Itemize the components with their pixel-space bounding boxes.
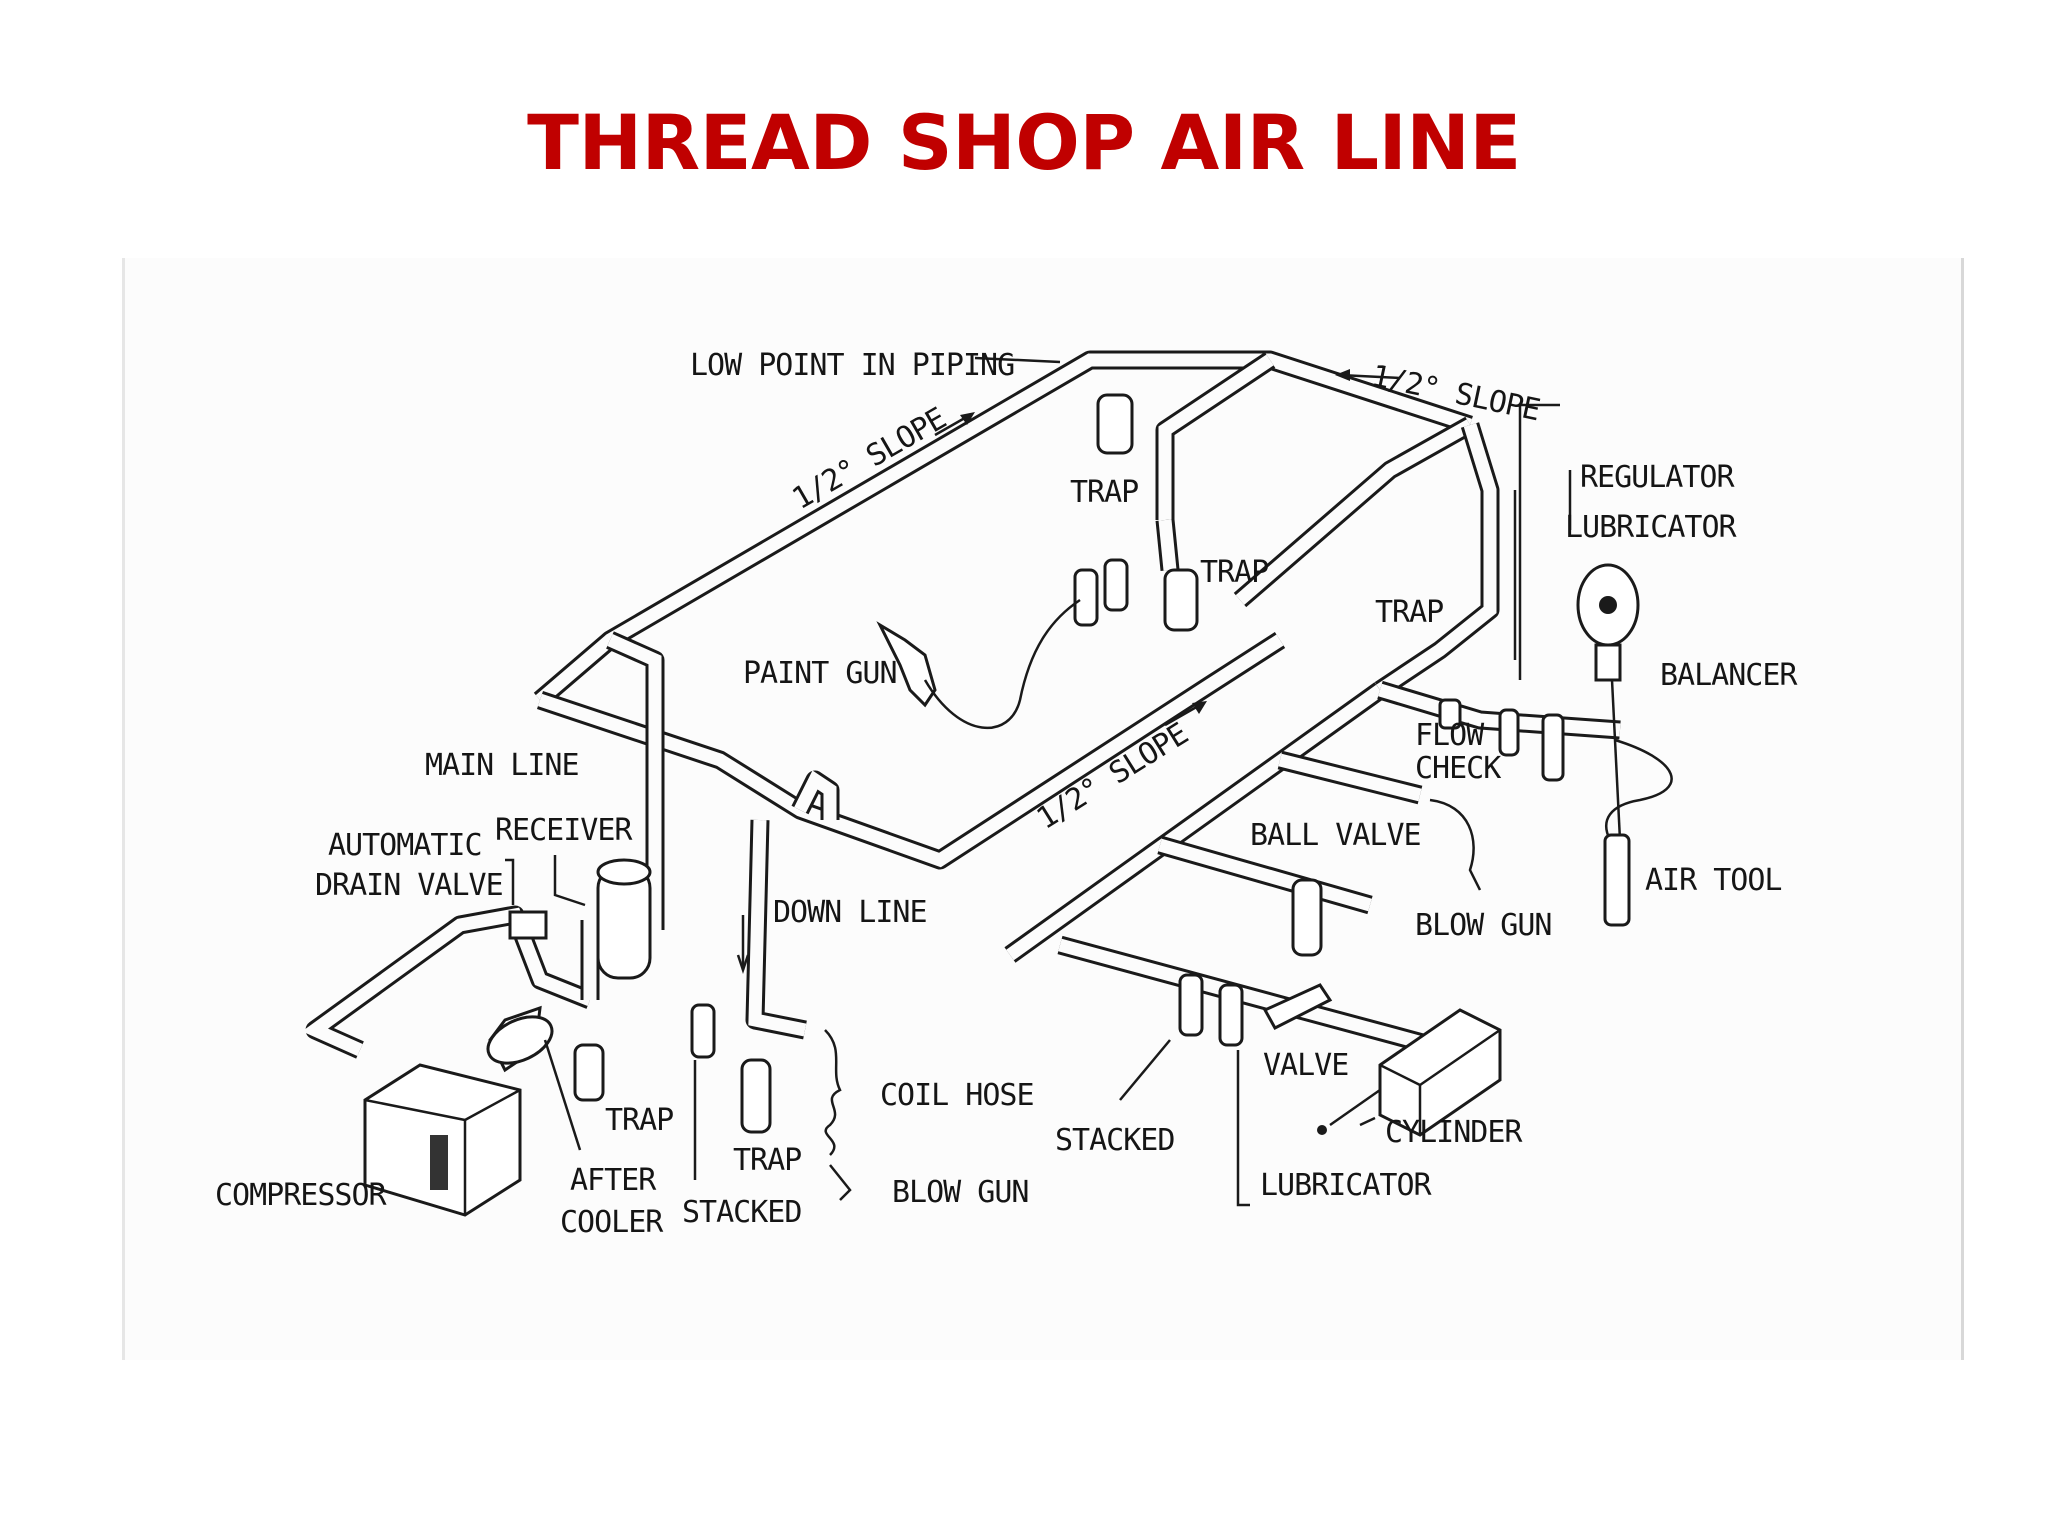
label-paint-gun: PAINT GUN [743,656,897,691]
label-blow-gun-bottom: BLOW GUN [892,1175,1029,1210]
automatic-drain-valve [508,910,548,940]
label-automatic-2: DRAIN VALVE [315,868,503,903]
label-valve: VALVE [1263,1048,1348,1083]
label-automatic-1: AUTOMATIC [328,828,482,863]
receiver-tank [596,858,652,980]
paint-gun [876,598,1081,730]
label-receiver: RECEIVER [495,813,633,848]
label-lubricator-top: LUBRICATOR [1565,510,1738,545]
label-air-tool: AIR TOOL [1645,863,1782,898]
label-ball-valve: BALL VALVE [1250,818,1421,853]
label-cylinder: CYLINDER [1385,1115,1523,1150]
cylinder-device [1317,1008,1502,1137]
label-flow-check-2: CHECK [1415,751,1501,786]
blow-gun-hose [1429,798,1482,891]
balancer-device [1576,563,1673,927]
label-trap-down: TRAP [733,1143,801,1178]
main-piping [302,350,1621,1059]
label-after-1: AFTER [570,1163,657,1198]
label-regulator: REGULATOR [1580,460,1735,495]
after-cooler [486,1005,554,1073]
label-coil-hose: COIL HOSE [880,1078,1034,1113]
label-after-2: COOLER [560,1205,664,1240]
label-trap-compressor: TRAP [605,1103,673,1138]
label-stacked-right: STACKED [1055,1123,1174,1158]
label-down-line: DOWN LINE [773,895,927,930]
label-stacked-left: STACKED [682,1195,801,1230]
compressor-unit [363,1063,522,1217]
label-trap-right: TRAP [1375,595,1443,630]
traps [573,393,1565,1134]
leader-lines [505,356,1572,1207]
label-blow-gun-right: BLOW GUN [1415,908,1552,943]
label-balancer: BALANCER [1660,658,1798,693]
label-trap-mid: TRAP [1200,555,1268,590]
label-low-point: LOW POINT IN PIPING [690,348,1014,383]
label-lubricator-bottom: LUBRICATOR [1260,1168,1433,1203]
label-trap-top: TRAP [1070,475,1138,510]
slope-arrows [934,369,1401,727]
label-compressor: COMPRESSOR [215,1178,388,1213]
page-title: THREAD SHOP AIR LINE [527,98,1521,187]
label-flow-check-1: FLOW [1415,718,1485,753]
coil-hose [824,1029,852,1201]
labels: LOW POINT IN PIPING 1/2° SLOPE 1/2° SLOP… [215,348,1799,1240]
label-main-line: MAIN LINE [425,748,579,783]
valve-device [1262,983,1333,1030]
